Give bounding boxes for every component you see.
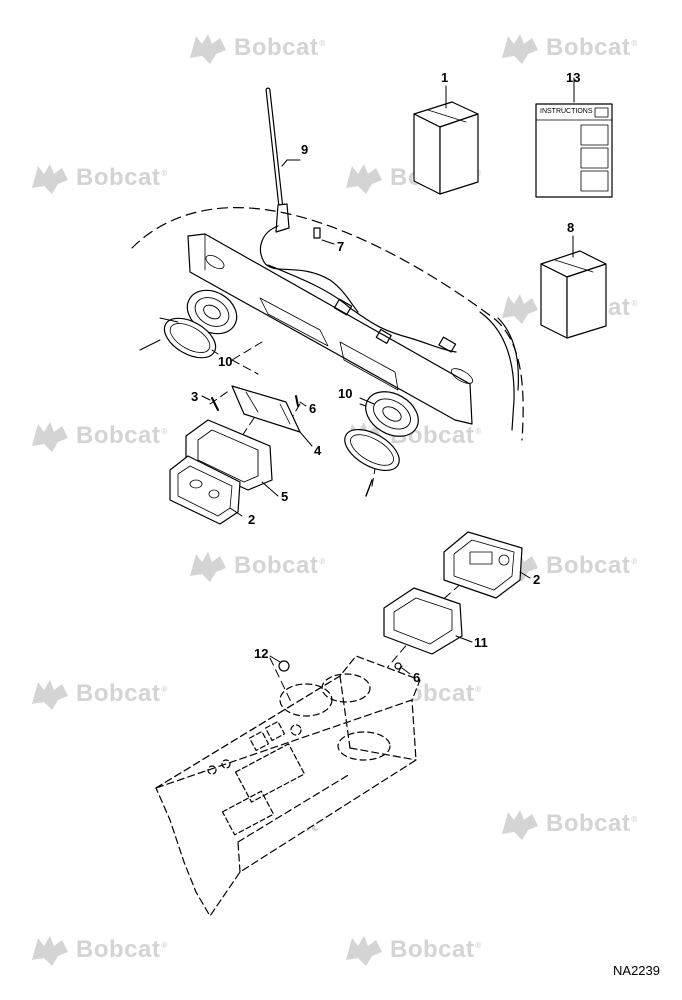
cab-roof-outline <box>479 311 520 431</box>
speaker-left-part-10 <box>139 289 238 359</box>
manual-title: INSTRUCTIONS <box>540 108 593 115</box>
instruction-manual-part-13 <box>535 77 613 198</box>
callout-10-left: 10 <box>218 354 233 369</box>
callout-12: 12 <box>254 646 269 661</box>
callout-5: 5 <box>281 489 289 504</box>
console-bezel-part-11 <box>383 587 473 655</box>
callout-1: 1 <box>441 70 449 85</box>
figure-id: NA2239 <box>613 963 660 978</box>
callout-8: 8 <box>567 220 575 235</box>
screw-part-6 <box>295 395 307 407</box>
screw-part-3 <box>201 395 219 411</box>
bracket-part-4 <box>231 385 313 447</box>
kit-box-part-8 <box>540 235 607 339</box>
callout-13: 13 <box>566 70 581 85</box>
connector <box>438 336 457 353</box>
screw-part-6-lower <box>394 662 411 675</box>
callout-6-upper: 6 <box>309 401 317 416</box>
radio-part-2-right <box>443 531 531 599</box>
kit-box-part-1 <box>413 85 479 195</box>
callout-2-left: 2 <box>248 512 256 527</box>
callout-7: 7 <box>337 239 345 254</box>
callout-9: 9 <box>301 142 309 157</box>
connector <box>333 298 353 316</box>
console-switches <box>207 720 306 836</box>
callout-10-right: 10 <box>338 386 353 401</box>
callout-11: 11 <box>474 635 488 650</box>
callout-4: 4 <box>314 443 322 458</box>
wiring-harness <box>267 264 457 353</box>
callout-3: 3 <box>191 389 199 404</box>
speaker-right-part-10 <box>344 391 419 497</box>
console-cupholders <box>279 673 391 761</box>
callout-6-lower: 6 <box>413 670 421 685</box>
screw-part-7 <box>313 227 335 245</box>
console-housing <box>155 655 421 917</box>
antenna-part-9 <box>259 87 359 313</box>
plug-part-12 <box>269 655 290 672</box>
cab-roof-outline <box>131 207 524 441</box>
radio-part-2-left <box>169 455 243 525</box>
speaker-mounting-panel <box>187 233 474 425</box>
callout-2-right: 2 <box>533 572 541 587</box>
connector <box>375 328 392 344</box>
